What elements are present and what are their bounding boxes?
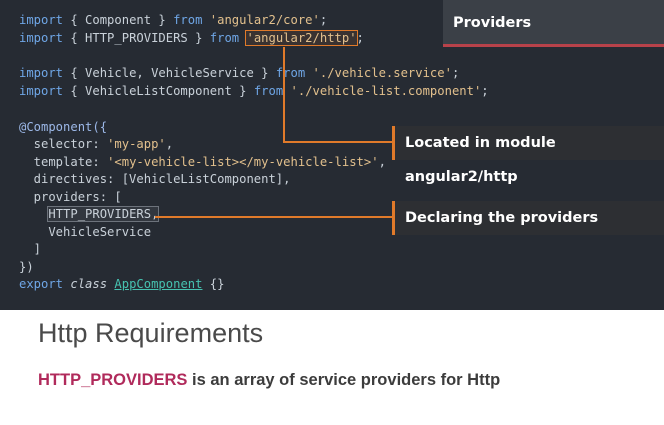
code-text: {} bbox=[202, 277, 225, 291]
code-text: template: bbox=[19, 155, 108, 169]
keyword: import bbox=[19, 31, 64, 45]
slide-subtitle: HTTP_PROVIDERS is an array of service pr… bbox=[38, 371, 500, 390]
code-line-14: export class AppComponent {} bbox=[19, 277, 224, 292]
code-line-1: import { Component } from 'angular2/core… bbox=[19, 13, 327, 28]
code-text: { VehicleListComponent } bbox=[63, 84, 254, 98]
keyword: import bbox=[19, 66, 64, 80]
code-text: { Vehicle, VehicleService } bbox=[63, 66, 276, 80]
code-line-10: HTTP_PROVIDERS, bbox=[19, 206, 160, 222]
code-line-6: selector: 'my-app', bbox=[19, 137, 173, 152]
keyword: from bbox=[275, 66, 306, 80]
subtitle-text: is an array of service providers for Htt… bbox=[187, 371, 501, 389]
callout-connector-vertical bbox=[283, 47, 285, 142]
code-panel: import { Component } from 'angular2/core… bbox=[0, 0, 664, 310]
code-line-11: VehicleService bbox=[19, 225, 152, 239]
keyword: class bbox=[70, 277, 108, 291]
highlighted-module-string: 'angular2/http' bbox=[245, 30, 358, 46]
code-text: , bbox=[165, 137, 174, 151]
code-text: , bbox=[378, 155, 386, 169]
keyword: export bbox=[19, 277, 64, 291]
code-text: ; bbox=[356, 31, 364, 45]
code-line-7: template: '<my-vehicle-list></my-vehicle… bbox=[19, 155, 386, 170]
code-text: ; bbox=[451, 66, 460, 80]
code-line-13: }) bbox=[19, 260, 34, 274]
string-literal: './vehicle-list.component' bbox=[290, 84, 482, 98]
code-line-12: ] bbox=[19, 242, 42, 256]
string-literal: 'angular2/core' bbox=[209, 13, 320, 27]
keyword: from bbox=[173, 13, 203, 27]
code-line-5: @Component({ bbox=[19, 120, 108, 134]
string-literal: '<my-vehicle-list></my-vehicle-list>' bbox=[107, 155, 379, 169]
code-line-9: providers: [ bbox=[19, 190, 122, 204]
code-line-4: import { VehicleListComponent } from './… bbox=[19, 84, 489, 99]
code-line-8: directives: [VehicleListComponent], bbox=[19, 172, 291, 186]
callout-module: Located in module angular2/http bbox=[392, 126, 664, 185]
highlighted-providers-token: HTTP_PROVIDERS, bbox=[47, 206, 160, 222]
providers-tab: Providers bbox=[443, 0, 664, 47]
code-text: { Component } bbox=[63, 13, 174, 27]
code-text: ; bbox=[319, 13, 328, 27]
keyword: import bbox=[19, 13, 64, 27]
class-name: AppComponent bbox=[114, 277, 203, 291]
code-text: selector: bbox=[19, 137, 108, 151]
callout-declaring: Declaring the providers bbox=[392, 201, 664, 235]
callout-connector-horizontal bbox=[283, 141, 392, 143]
code-text: { HTTP_PROVIDERS } bbox=[63, 31, 210, 45]
string-literal: 'my-app' bbox=[107, 137, 166, 151]
code-text: ; bbox=[481, 84, 489, 98]
keyword: from bbox=[209, 31, 240, 45]
slide-title: Http Requirements bbox=[38, 318, 264, 348]
code-line-2: import { HTTP_PROVIDERS } from 'angular2… bbox=[19, 30, 364, 46]
string-literal: './vehicle.service' bbox=[312, 66, 452, 80]
keyword: import bbox=[19, 84, 64, 98]
callout-connector-horizontal-2 bbox=[155, 216, 392, 218]
accent-term: HTTP_PROVIDERS bbox=[38, 371, 188, 389]
keyword: from bbox=[253, 84, 284, 98]
code-line-3: import { Vehicle, VehicleService } from … bbox=[19, 66, 459, 81]
